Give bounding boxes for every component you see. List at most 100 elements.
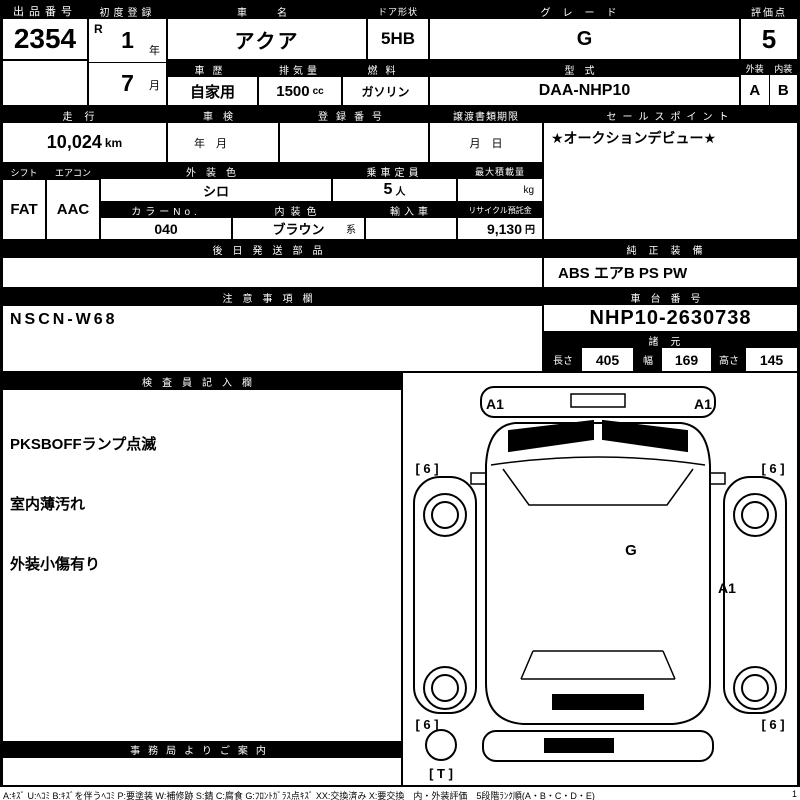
- rear-left-wheel-inner: [431, 674, 459, 702]
- import-car-label: 輸入車: [366, 203, 456, 218]
- registration-number-value: [280, 123, 428, 162]
- transfer-deadline-cell: 譲渡書類期限 月 日: [429, 106, 543, 163]
- notes-value: NSCN-W68: [10, 311, 118, 328]
- exhibit-number-cell: 出品番号 2354: [2, 2, 88, 60]
- shift-label: シフト: [3, 164, 45, 180]
- exterior-grade-column: 外装 A: [741, 61, 770, 105]
- score-cell: 評価点 5: [740, 2, 798, 60]
- sales-point-cell: セールスポイント ★オークションデビュー★: [543, 106, 798, 240]
- interior-color-value: ブラウン: [272, 222, 325, 237]
- genuine-equipment-cell: 純正装備 ABS エアB PS PW: [543, 240, 798, 288]
- first-registration-month-row: 7 月: [89, 63, 166, 106]
- fuel-cell: 燃料 ガソリン: [342, 60, 429, 106]
- damage-mark-6-bottom-right: [ 6 ]: [761, 717, 784, 732]
- exhibit-number-label: 出品番号: [3, 3, 87, 19]
- interior-grade-column: 内装 B: [769, 61, 797, 105]
- spare-tire-icon: [425, 729, 457, 761]
- mileage-value: 10,024: [46, 132, 102, 152]
- legend-row: A:ｷｽﾞ U:ﾍｺﾐ B:ｷｽﾞを伴うﾍｺﾐ P:要塗装 W:補修跡 S:錆 …: [3, 789, 797, 800]
- exhibit-number-empty-cell: [2, 60, 88, 106]
- rear-garnish-shape: [552, 694, 644, 710]
- right-headlight-shape: [602, 419, 688, 453]
- shift-value: FAT: [10, 201, 38, 218]
- color-number-cell: カラーNo. 040: [100, 202, 232, 240]
- fuel-label: 燃料: [343, 61, 428, 77]
- fuel-value: ガソリン: [361, 84, 410, 99]
- rear-window-outline: [520, 650, 676, 680]
- displacement-value-group: 1500 cc: [259, 77, 341, 105]
- mileage-value-group: 10,024 km: [3, 123, 166, 162]
- first-registration-year-value: 1: [121, 26, 134, 53]
- year-unit-label: 年: [149, 44, 160, 57]
- aircon-label: エアコン: [47, 164, 99, 180]
- damage-mark-a1-right-side: A1: [718, 580, 736, 596]
- wheel-icons: [423, 493, 777, 710]
- front-bumper-shape: [480, 386, 716, 418]
- exterior-color-value: シロ: [202, 183, 229, 199]
- exterior-interior-cell: 外装 A 内装 B: [740, 60, 798, 106]
- damage-mark-t-spare: [ T ]: [429, 766, 453, 781]
- inspector-comment-line: PKSBOFFランプ点滅: [10, 436, 157, 453]
- max-load-unit-label: kg: [523, 184, 534, 196]
- max-load-label: 最大積載量: [458, 164, 542, 179]
- displacement-label: 排気量: [259, 61, 341, 77]
- grade-value: G: [576, 27, 593, 50]
- color-number-label: カラーNo.: [101, 203, 231, 218]
- inspector-comment-line: 外装小傷有り: [10, 556, 101, 573]
- sales-point-value: ★オークションデビュー★: [551, 130, 717, 146]
- model-code-cell: 型式 DAA-NHP10: [429, 60, 740, 106]
- mileage-cell: 走行 10,024 km: [2, 106, 167, 163]
- left-headlight-shape: [508, 419, 594, 453]
- displacement-cell: 排気量 1500 cc: [258, 60, 342, 106]
- notes-cell: 注意事項欄 NSCN-W68: [2, 288, 543, 372]
- left-mirror-shape: [470, 472, 487, 485]
- interior-color-cell: 内装色 ブラウン 系: [232, 202, 365, 240]
- color-number-value: 040: [154, 220, 178, 237]
- displacement-value: 1500: [276, 82, 310, 100]
- first-registration-year-row: R 1 年: [89, 19, 166, 63]
- car-name-cell: 車 名 アクア: [167, 2, 367, 60]
- legend-page-number: 1: [791, 789, 797, 799]
- car-body-outline: [485, 422, 711, 725]
- exterior-color-label: 外装色: [101, 164, 331, 179]
- specs-height-value: 145: [759, 351, 784, 368]
- car-history-label: 車歴: [168, 61, 257, 77]
- aircon-value: AAC: [56, 201, 90, 218]
- exterior-color-cell: 外装色 シロ: [100, 163, 332, 202]
- specs-label: 諸元: [544, 333, 797, 348]
- displacement-unit-label: cc: [312, 85, 324, 97]
- recycle-deposit-cell: リサイクル預託金 9,130 円: [457, 202, 543, 240]
- interior-grade-value: B: [777, 81, 789, 99]
- front-left-wheel-inner: [431, 501, 459, 529]
- capacity-value-group: 5 人: [333, 179, 456, 201]
- specs-length-value: 405: [582, 348, 634, 371]
- specs-width-value: 169: [662, 348, 712, 371]
- car-history-value: 自家用: [189, 83, 235, 101]
- genuine-equipment-value: ABS エアB PS PW: [558, 265, 688, 282]
- inspector-comments: PKSBOFFランプ点滅 室内薄汚れ 外装小傷有り: [3, 390, 401, 741]
- import-car-cell: 輸入車: [365, 202, 457, 240]
- car-diagram-cell: A1 A1 [ 6 ] [ 6 ] G A1 [ 6 ] [ 6 ] [ T ]: [402, 372, 798, 786]
- max-load-cell: 最大積載量 kg: [457, 163, 543, 202]
- capacity-label: 乗車定員: [333, 164, 456, 179]
- first-registration-cell: 初度登録 R 1 年 7 月: [88, 2, 167, 106]
- car-history-cell: 車歴 自家用: [167, 60, 258, 106]
- era-value: R: [94, 22, 103, 36]
- capacity-unit-label: 人: [395, 186, 406, 198]
- exterior-grade-value: A: [749, 81, 761, 99]
- door-shape-label: ドア形状: [368, 3, 428, 19]
- interior-color-value-group: ブラウン 系: [233, 218, 364, 239]
- score-value: 5: [761, 23, 777, 54]
- chassis-number-cell: 車台番号 NHP10-2630738: [543, 288, 798, 332]
- mileage-unit-label: km: [104, 135, 123, 150]
- right-side-panel-shape: [723, 476, 787, 714]
- recycle-deposit-value-group: 9,130 円: [458, 218, 542, 239]
- specs-height-label: 高さ: [712, 348, 746, 371]
- car-name-value: アクア: [234, 30, 300, 53]
- left-side-panel-shape: [413, 476, 477, 714]
- damage-mark-a1-front-left: A1: [486, 396, 504, 412]
- inspection-value: 年 月: [194, 137, 227, 150]
- front-plate-shape: [570, 393, 626, 408]
- recycle-deposit-label: リサイクル預託金: [458, 203, 542, 218]
- damage-mark-6-top-right: [ 6 ]: [761, 461, 784, 476]
